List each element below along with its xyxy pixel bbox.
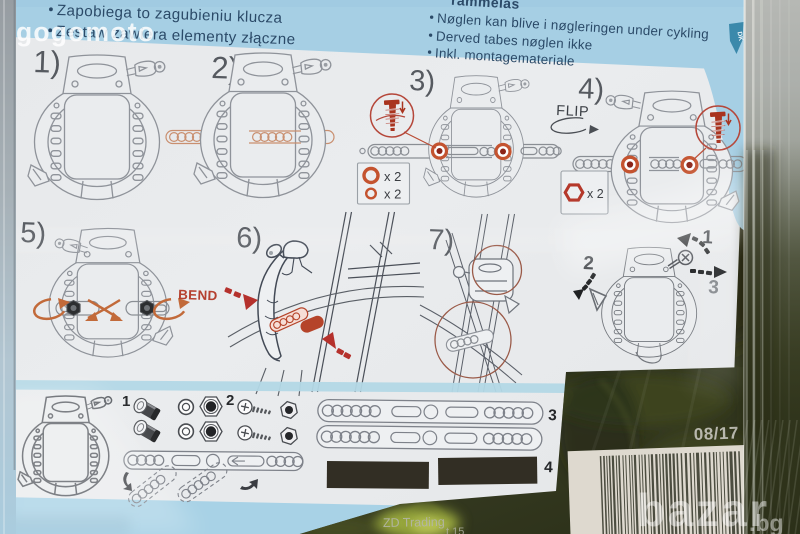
svg-text:4: 4 [544, 459, 554, 476]
svg-text:3: 3 [548, 407, 558, 424]
svg-text:x 2: x 2 [384, 187, 401, 202]
svg-text:3): 3) [409, 65, 436, 98]
svg-text:x 2: x 2 [384, 169, 401, 184]
svg-text:1: 1 [122, 393, 130, 410]
svg-text:08/17: 08/17 [693, 423, 739, 444]
svg-text:ZD Trading: ZD Trading [383, 515, 445, 530]
svg-text:rammelås: rammelås [451, 0, 520, 12]
svg-text:4): 4) [578, 73, 605, 106]
svg-text:DK: DK [736, 31, 745, 42]
svg-text:.bg: .bg [749, 510, 784, 534]
svg-text:gogomoto: gogomoto [16, 17, 155, 47]
svg-text:FLIP: FLIP [556, 103, 590, 120]
svg-text:2: 2 [226, 392, 234, 409]
svg-text:x 2: x 2 [587, 187, 604, 201]
svg-text:t 15: t 15 [446, 526, 464, 534]
svg-text:BEND: BEND [178, 287, 218, 303]
svg-text:bazar: bazar [637, 484, 770, 534]
svg-text:1): 1) [33, 44, 62, 80]
